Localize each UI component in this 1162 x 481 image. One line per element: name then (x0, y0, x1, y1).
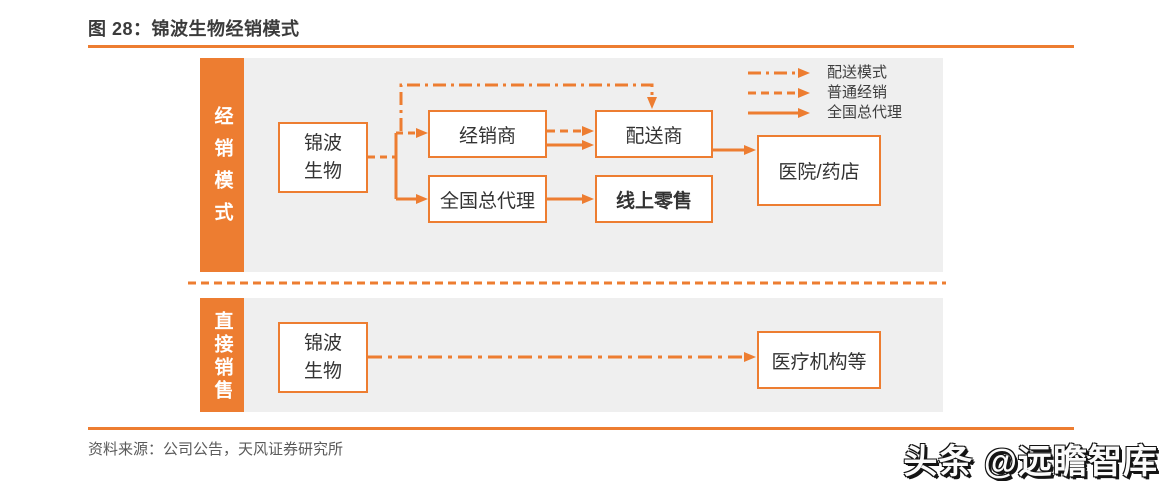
title-underline (88, 45, 1074, 48)
hospital-pharmacy-box-label: 医院/药店 (778, 162, 860, 183)
direct-sales-section-bar: 直接销售 (200, 298, 244, 412)
distribution-section-bar: 经销模式 (200, 58, 244, 272)
delivery-provider-box: 配送商 (595, 110, 713, 158)
company-box-direct: 锦波生物 (278, 322, 368, 393)
distributor-box: 经销商 (428, 110, 547, 158)
legend-item-delivery-mode: 配送模式 (827, 64, 888, 81)
direct-sales-bar-label: 直接销售 (211, 311, 233, 403)
medical-institutions-box: 医疗机构等 (757, 331, 881, 389)
delivery-provider-box-label: 配送商 (625, 125, 683, 147)
toutiao-watermark: 头条 @远瞻智库 (903, 443, 1158, 481)
medical-institutions-box-label: 医疗机构等 (771, 351, 867, 373)
hospital-pharmacy-box: 医院/药店 (757, 135, 881, 206)
footer-rule (88, 427, 1074, 430)
legend-item-normal-distribution: 普通经销 (827, 84, 888, 101)
national-agent-box-label: 全国总代理 (439, 190, 535, 212)
national-agent-box: 全国总代理 (428, 175, 547, 223)
legend-item-national-agent: 全国总代理 (827, 104, 903, 121)
company-box-distribution: 锦波生物 (278, 122, 368, 193)
online-retail-box-label: 线上零售 (615, 190, 692, 212)
distributor-box-label: 经销商 (458, 125, 516, 147)
figure-title: 图 28：锦波生物经销模式 (88, 19, 300, 39)
distribution-bar-label: 经销模式 (211, 106, 233, 234)
online-retail-box: 线上零售 (595, 175, 713, 223)
company-box-label: 锦波生物 (303, 132, 342, 182)
data-source-text: 资料来源：公司公告，天风证券研究所 (88, 441, 344, 458)
company-box-direct-label: 锦波生物 (303, 332, 342, 382)
